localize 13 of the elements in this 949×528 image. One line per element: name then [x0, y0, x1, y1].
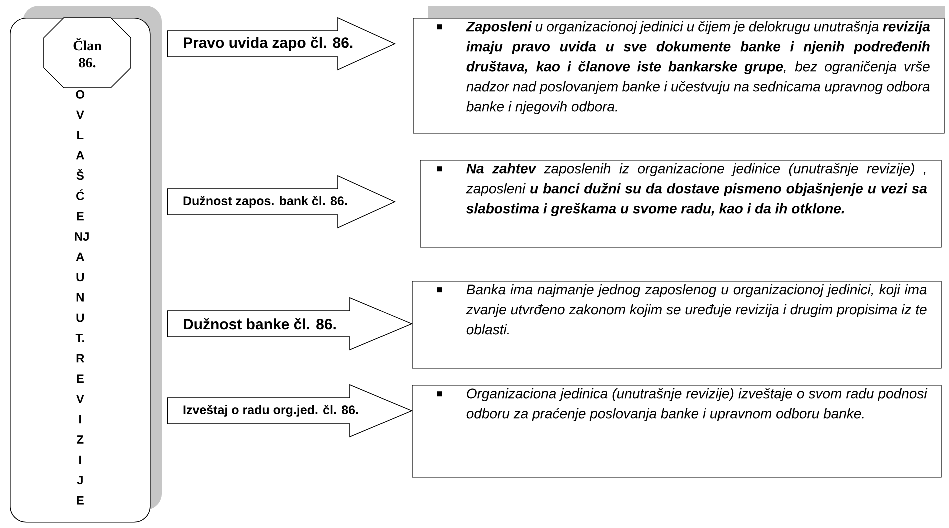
block-arrow	[167, 175, 396, 229]
octagon: Član 86.	[44, 18, 132, 88]
block-arrow	[167, 297, 414, 351]
edge-label: Dužnost zapos. bank čl. 86.	[184, 196, 347, 208]
edge-label: Izveštaj o radu org.jed. čl. 86.	[184, 405, 358, 417]
text-box: Organizaciona jedinica (unutrašnje revizije) izveštaje o svom radu podnosi odboru za praćenje poslovanja banke i upravnom odboru banke.	[412, 385, 942, 478]
text-box: Na zahtev zaposlenih iz organizacione jedinice (unutrašnje revizije) , zaposleni u banci dužni su da dostave pismeno objašnjenje u vezi sa slabostima i greškama u svome radu, kao i da ih otklone.	[420, 160, 942, 248]
text-box: Zaposleni u organizacionoj jedinici u čijem je delokrugu unutrašnja revizija imaju pravo uvida u sve dokumente banke i njenih podređenih društava, kao i članove iste bankarske grupe, bez ograničenja vrše nadzor nad poslovanjem banke i učestvuju na sednicama upravnog odbora banke i njegovih odbora.	[413, 6, 945, 134]
block-arrow	[167, 17, 396, 71]
edge-label: Pravo uvida zapo čl. 86.	[184, 36, 353, 52]
edge-label: Dužnost banke čl. 86.	[184, 318, 336, 330]
block-arrow	[167, 384, 414, 438]
text-box: Banka ima najmanje jednog zaposlenog u organizacionoj jedinici, koji ima zvanje utvrđeno zakonom kojim se uređuje revizija i drugim propisima iz te oblasti.	[412, 281, 942, 369]
